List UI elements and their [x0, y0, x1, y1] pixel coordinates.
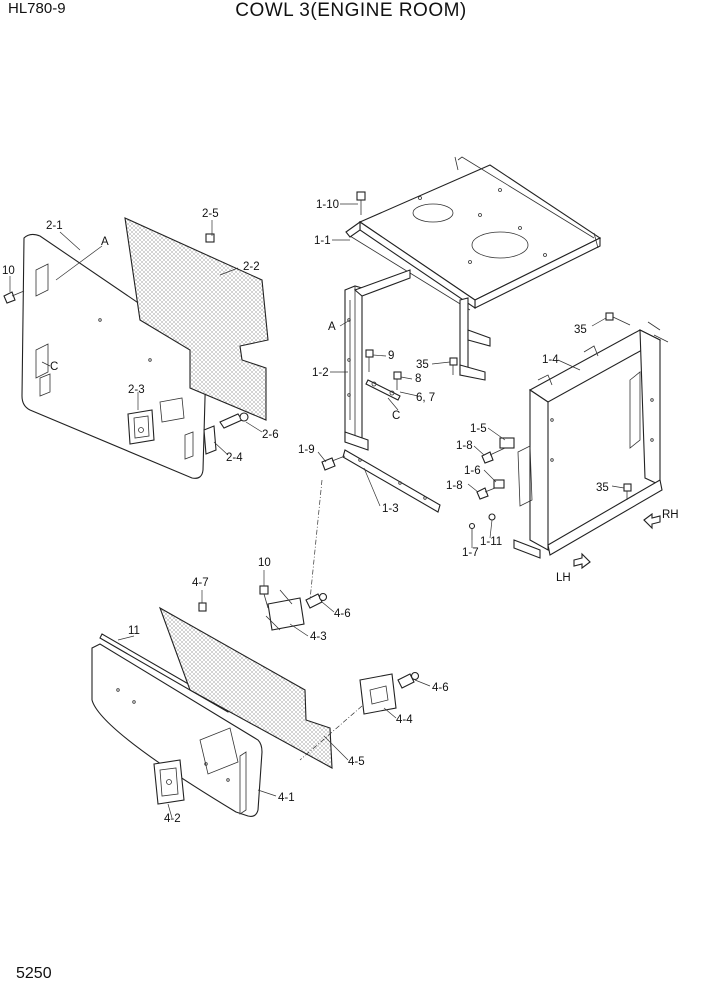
model-code: HL780-9	[8, 0, 66, 17]
callout-1-1: 1-1	[314, 235, 331, 247]
bolt-35a	[605, 312, 631, 326]
page-title: COWL 3(ENGINE ROOM)	[235, 0, 467, 21]
bracket-2-4	[203, 425, 217, 455]
bolt-4-6b	[397, 671, 420, 689]
bolt-35b	[449, 357, 458, 375]
bolt-9	[365, 349, 374, 372]
callout-35-bottom: 35	[596, 482, 609, 494]
callout-2-1: 2-1	[46, 220, 63, 232]
callout-11: 11	[128, 625, 140, 637]
side-door-panel-part	[21, 233, 207, 479]
callout-a-post: A	[328, 321, 336, 333]
callout-4-6-lower: 4-6	[432, 682, 449, 694]
nut-4-7	[198, 602, 207, 612]
hinge-4-3	[265, 589, 305, 631]
callout-lh: LH	[556, 572, 571, 584]
callout-6-7: 6, 7	[416, 392, 435, 404]
lh-direction-arrow	[573, 552, 591, 570]
left-post-part	[344, 269, 411, 451]
callout-1-11: 1-11	[480, 536, 502, 548]
callout-2-2: 2-2	[243, 261, 260, 273]
callout-2-6: 2-6	[262, 429, 279, 441]
lower-door-panel-part	[91, 643, 263, 817]
rh-direction-arrow	[643, 512, 661, 530]
callout-2-3: 2-3	[128, 384, 145, 396]
callout-4-3: 4-3	[310, 631, 327, 643]
callout-4-2: 4-2	[164, 813, 181, 825]
rear-post-part	[459, 297, 491, 381]
side-door-insulation-part	[124, 217, 269, 421]
callout-1-4: 1-4	[542, 354, 559, 366]
cross-bar-part	[342, 449, 441, 513]
bolt-10b	[259, 585, 269, 609]
callout-4-7: 4-7	[192, 577, 209, 589]
callout-a-side-door: A	[101, 236, 109, 248]
bracket-1-6	[493, 479, 505, 489]
callout-4-5: 4-5	[348, 756, 365, 768]
bolt-1-8a	[481, 447, 506, 464]
callout-4-6-upper: 4-6	[334, 608, 351, 620]
page-number: 5250	[16, 965, 52, 982]
bolt-8	[393, 371, 402, 390]
callout-35-top: 35	[574, 324, 587, 336]
callout-10-lower: 10	[258, 557, 271, 569]
callout-2-5: 2-5	[202, 208, 219, 220]
roof-frame-part	[345, 156, 602, 311]
callout-1-8-lower: 1-8	[446, 480, 463, 492]
callout-4-4: 4-4	[396, 714, 413, 726]
lower-door-insulation-part	[158, 606, 333, 769]
callout-1-2: 1-2	[312, 367, 329, 379]
callout-1-3: 1-3	[382, 503, 399, 515]
hinge-4-4	[359, 673, 397, 715]
bolt-2-6	[219, 412, 249, 429]
latch-4-2	[153, 759, 185, 805]
callout-1-6: 1-6	[464, 465, 481, 477]
bolt-4-6a	[305, 592, 328, 609]
bolt-35c	[623, 483, 632, 500]
callout-labels: 1-10 1-1 2-5 2-1 A 2-2 10 A 35 1-4 C 9 3…	[2, 199, 679, 825]
nut-1-11	[488, 513, 496, 521]
handle-1-5	[499, 437, 533, 507]
callout-2-4: 2-4	[226, 452, 243, 464]
nut-2-5	[205, 233, 215, 243]
callout-1-5: 1-5	[470, 423, 487, 435]
callout-c-bracket: C	[392, 410, 400, 422]
screw-1-7	[468, 522, 476, 540]
bolt-1-10	[356, 191, 366, 215]
callout-1-8-upper: 1-8	[456, 440, 473, 452]
clamp-bracket-6-7	[365, 379, 401, 401]
callout-1-7: 1-7	[462, 547, 479, 559]
leader-lines	[9, 203, 625, 819]
callout-1-10: 1-10	[316, 199, 339, 211]
callout-c-side-door: C	[50, 361, 58, 373]
callout-4-1: 4-1	[278, 792, 295, 804]
callout-9: 9	[388, 350, 394, 362]
latch-2-3	[127, 397, 185, 445]
callout-10-side: 10	[2, 265, 15, 277]
bolt-10a	[3, 290, 25, 304]
callout-1-9: 1-9	[298, 444, 315, 456]
callout-rh: RH	[662, 509, 679, 521]
callout-8: 8	[415, 373, 421, 385]
bolt-1-9	[321, 455, 346, 471]
callout-35-mid: 35	[416, 359, 429, 371]
rear-frame-part	[513, 321, 669, 559]
